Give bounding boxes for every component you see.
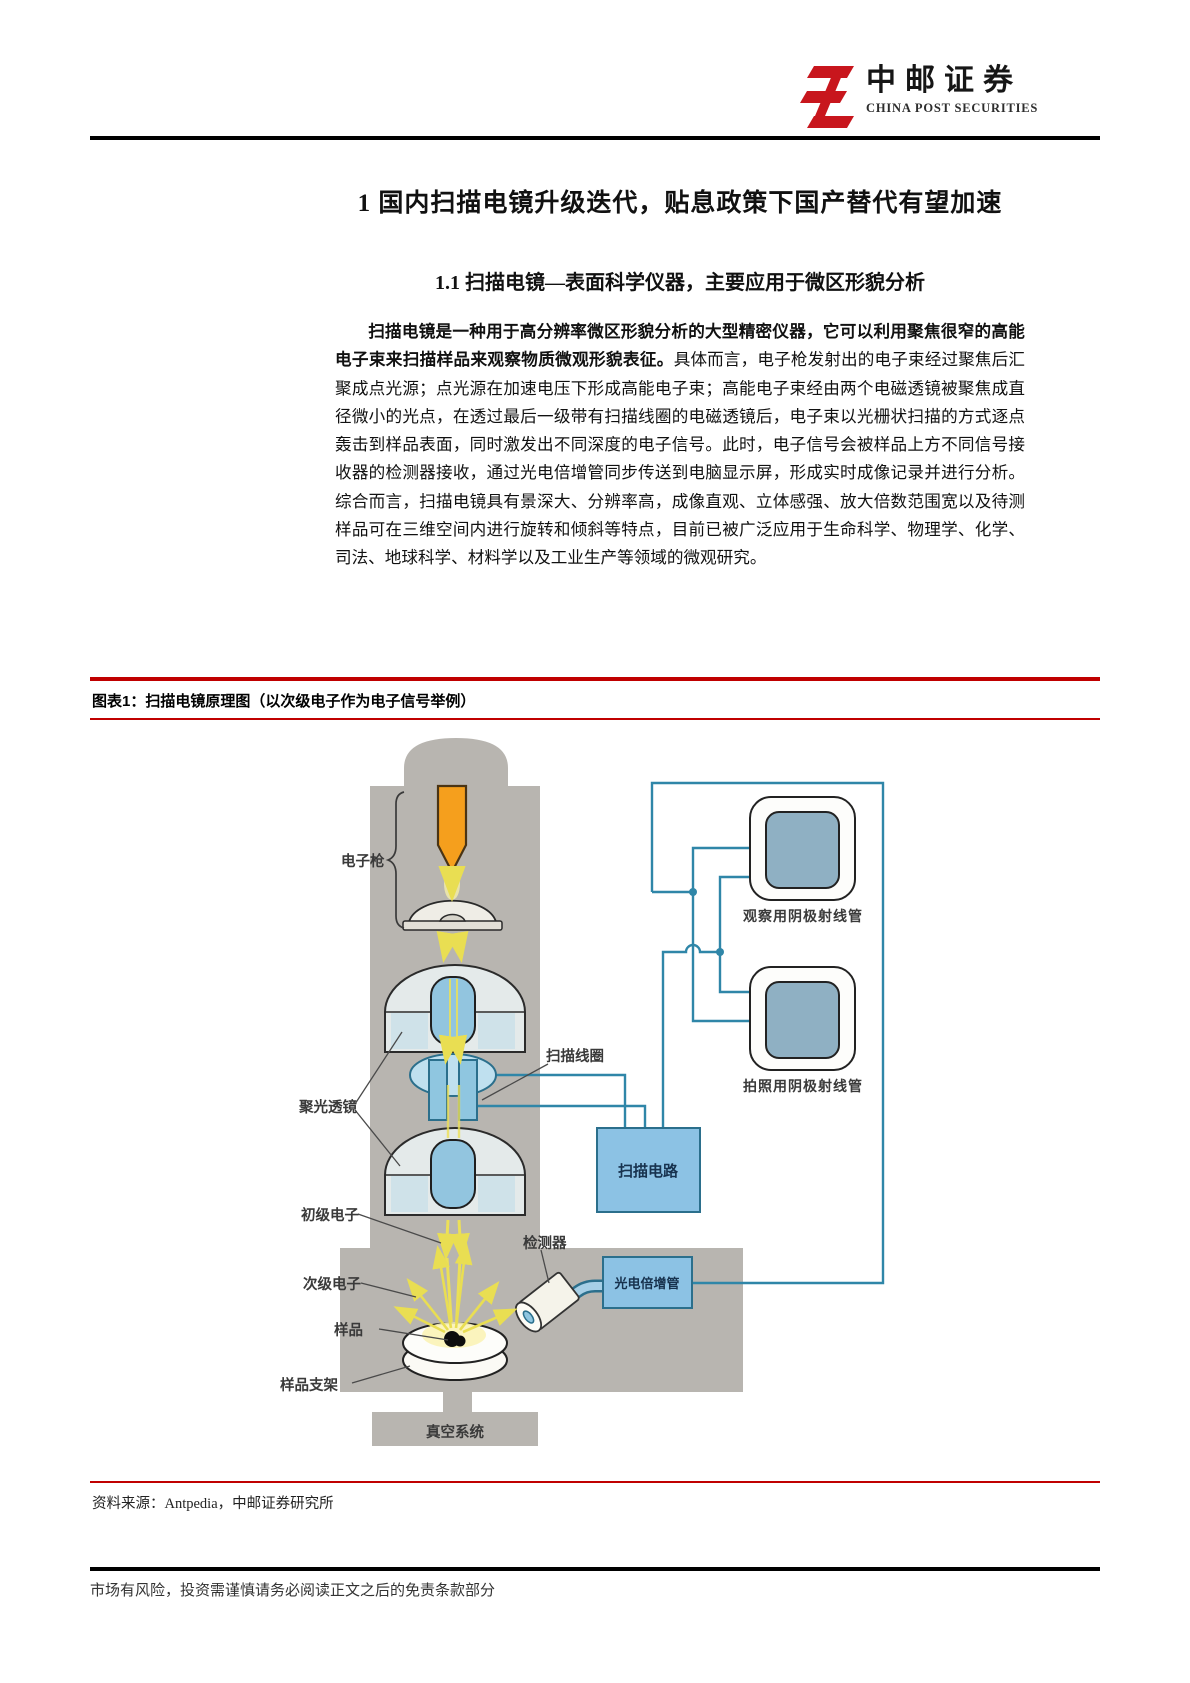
brand-name-cn: 中邮证券 [866, 64, 1022, 97]
scan-coil-label: 扫描线圈 [546, 1047, 604, 1065]
label-pointers [351, 1031, 550, 1384]
coil-wire-1 [476, 1073, 627, 1128]
footer-rule [90, 1567, 1100, 1571]
anode [402, 899, 503, 931]
secondary-electron-rays [393, 1241, 518, 1334]
crt-wire-b [718, 875, 750, 994]
china-post-emblem-icon [800, 66, 854, 128]
scan-circuit-label: 扫描电路 [618, 1162, 679, 1180]
coil-wire-2 [476, 1104, 647, 1128]
detector-cylinder [514, 1271, 580, 1333]
gun-brace [385, 791, 405, 929]
wire-junction-dot [689, 888, 697, 896]
crt-observe-label: 观察用阴极射线管 [743, 908, 863, 924]
vacuum-system-label: 真空系统 [426, 1423, 484, 1441]
paragraph-lead: 扫描电镜是一种用于高分辨率微区形貌分析的大型精密仪器，它可以利用聚焦很窄的高能电… [335, 322, 1025, 370]
sample-stage [402, 1322, 508, 1381]
header-logo: 中邮证券 CHINA POST SECURITIES [800, 62, 1100, 138]
objective-lens [384, 1127, 526, 1216]
instrument-body [340, 738, 743, 1446]
brand-name-en: CHINA POST SECURITIES [866, 100, 1039, 115]
sample-holder-label: 样品支架 [280, 1376, 338, 1394]
sample-label: 样品 [334, 1321, 363, 1339]
scan-coils [409, 1053, 497, 1121]
figure-top-rule [90, 677, 1100, 681]
crt-observe: 观察用阴极射线管 [743, 796, 863, 924]
secondary-electrons-label: 次级电子 [303, 1275, 361, 1293]
figure-bottom-rule [90, 1481, 1100, 1483]
scan-circuit-box: 扫描电路 [596, 1127, 701, 1213]
paragraph-rest: 具体而言，电子枪发射出的电子束经过聚焦后汇聚成点光源；点光源在加速电压下形成高能… [335, 350, 1025, 568]
figure-caption: 图表1：扫描电镜原理图（以次级电子作为电子信号举例） [92, 693, 476, 710]
detector-tube [554, 1282, 604, 1311]
photomultiplier-label: 光电倍增管 [613, 1276, 679, 1291]
crt-wire-a [691, 846, 750, 1023]
header-brand: 中邮证券 CHINA POST SECURITIES [866, 62, 1038, 116]
detector-label: 检测器 [523, 1234, 567, 1252]
wire-junction-dot [716, 948, 724, 956]
condenser-lens-1 [384, 964, 526, 1053]
electron-gun-tip [436, 784, 468, 875]
body-paragraph: 扫描电镜是一种用于高分辨率微区形貌分析的大型精密仪器，它可以利用聚焦很窄的高能电… [335, 318, 1025, 573]
gun-dome [404, 738, 508, 792]
electron-gun-label: 电子枪 [341, 852, 385, 870]
subsection-title: 1.1 扫描电镜—表面科学仪器，主要应用于微区形貌分析 [435, 272, 925, 294]
vacuum-stem [443, 1392, 472, 1414]
figure-source: 资料来源：Antpedia，中邮证券研究所 [92, 1496, 334, 1512]
header-rule [90, 136, 1100, 140]
sample-spot [454, 1335, 466, 1347]
crt-photo: 拍照用阴极射线管 [743, 966, 863, 1094]
outer-loop-wire [650, 781, 885, 1285]
condenser-lens-label: 聚光透镜 [298, 1098, 357, 1116]
crt-photo-label: 拍照用阴极射线管 [743, 1078, 863, 1094]
section-title: 1 国内扫描电镜升级迭代，贴息政策下国产替代有望加速 [357, 190, 1003, 217]
signal-wires [476, 781, 885, 1285]
footer-disclaimer: 市场有风险，投资需谨慎请务必阅读正文之后的免责条款部分 [90, 1582, 496, 1599]
photomultiplier-box: 光电倍增管 [553, 1256, 693, 1313]
figure-caption-rule [90, 718, 1100, 720]
primary-electrons-label: 初级电子 [301, 1206, 359, 1224]
vacuum-box [372, 1412, 538, 1446]
scan-riser-wire [661, 943, 720, 1128]
